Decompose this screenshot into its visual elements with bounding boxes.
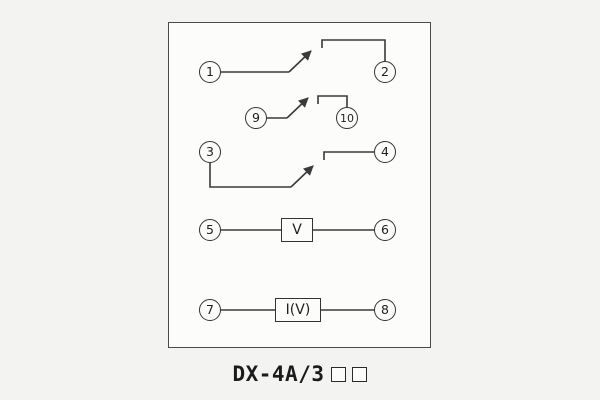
voltage-element-box: V xyxy=(281,218,313,242)
terminal-10: 10 xyxy=(336,107,358,129)
terminal-2: 2 xyxy=(374,61,396,83)
terminal-9: 9 xyxy=(245,107,267,129)
model-label: DX-4A/3 xyxy=(232,362,325,386)
terminal-4: 4 xyxy=(374,141,396,163)
model-caption: DX-4A/3 xyxy=(168,361,431,387)
terminal-7: 7 xyxy=(199,299,221,321)
terminal-8: 8 xyxy=(374,299,396,321)
current-voltage-element-box: I(V) xyxy=(275,298,321,322)
model-suffix-placeholder-box xyxy=(330,366,346,382)
model-suffix-placeholder-box xyxy=(351,366,367,382)
terminal-6: 6 xyxy=(374,219,396,241)
terminal-1: 1 xyxy=(199,61,221,83)
terminal-5: 5 xyxy=(199,219,221,241)
terminal-3: 3 xyxy=(199,141,221,163)
